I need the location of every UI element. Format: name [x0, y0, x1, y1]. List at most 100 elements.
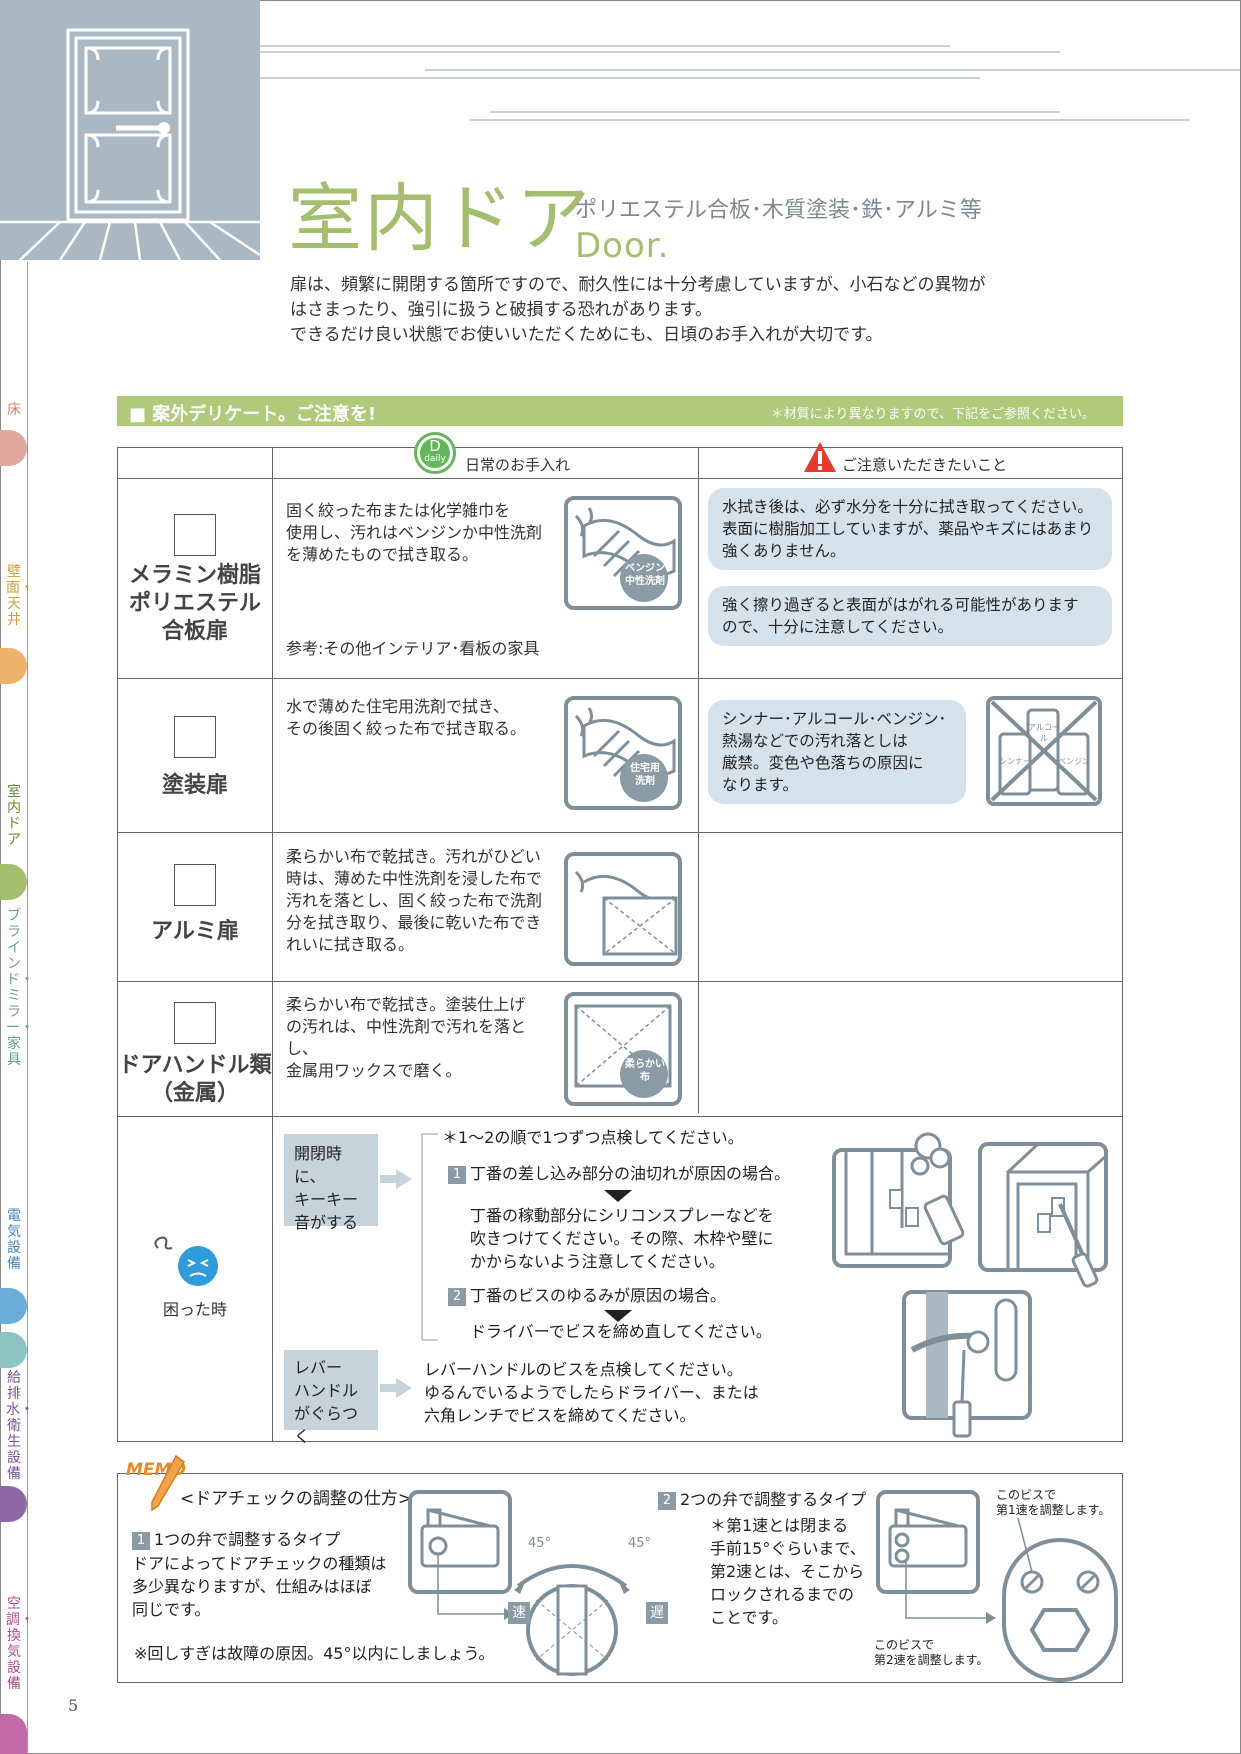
side-tab-cap	[0, 1288, 27, 1324]
checkbox-painted[interactable]	[174, 716, 216, 758]
memo-line: 多少異なりますが、仕組みはほぼ	[132, 1577, 372, 1596]
column-divider	[698, 448, 699, 1113]
side-tab-label: 床	[7, 402, 21, 418]
angle-label-left: 45°	[528, 1536, 552, 1551]
note-line: 熱湯などでの汚れ落としは	[722, 732, 908, 750]
daily-badge: D daily	[414, 432, 456, 474]
checkbox-door-handles[interactable]	[174, 1002, 216, 1044]
speed-label-fast: 速	[508, 1602, 530, 1624]
checkbox-aluminum[interactable]	[174, 864, 216, 906]
note-line: シンナー･アルコール･ベンジン･	[722, 710, 947, 728]
intro-paragraph: 扉は、頻繁に開閉する箇所ですので、耐久性には十分考慮していますが、小石などの異物…	[290, 273, 1120, 348]
icon-label-line: 柔らかい	[625, 1059, 665, 1070]
lever-handle-illustration	[902, 1290, 1032, 1438]
care-line: その後固く絞った布で拭き取る。	[286, 719, 527, 738]
note-line: 厳禁。変色や色落ちの原因に	[722, 754, 924, 772]
note-line: 強く擦り過ぎると表面がはがれる可能性があります	[722, 596, 1079, 614]
screw-note-line: このビスで	[874, 1638, 935, 1652]
single-valve-door-check-diagram	[408, 1490, 630, 1676]
care-reference: 参考:その他インテリア･看板の家具	[286, 639, 540, 658]
caution-note-painted: シンナー･アルコール･ベンジン･ 熱湯などでの汚れ落としは 厳禁。変色や色落ちの…	[708, 700, 966, 804]
caution-note-melamine-1: 水拭き後は、必ず水分を十分に拭き取ってください。 表面に樹脂加工していますが、薬…	[708, 488, 1112, 570]
page-subtitle: ポリエステル合板･木質塗装･鉄･アルミ等	[575, 198, 982, 223]
angle-label-right: 45°	[628, 1536, 652, 1551]
wiping-cloth-icon: 住宅用 洗剤	[564, 696, 682, 810]
care-line: 使用し、汚れはベンジンか中性洗剤	[286, 523, 543, 542]
memo-line: ロックされるまでの	[710, 1585, 855, 1604]
care-text-aluminum: 柔らかい布で乾拭き。汚れがひどい 時は、薄めた中性洗剤を浸した布で 汚れを落とし…	[286, 846, 556, 956]
care-line: 汚れを落とし、固く絞った布で洗剤	[286, 891, 543, 910]
page-number: 5	[68, 1696, 79, 1715]
down-arrow-icon	[604, 1310, 632, 1322]
row-label-aluminum: アルミ扉	[118, 918, 272, 946]
wiping-cloth-icon: ベンジン 中性洗剤	[564, 496, 682, 610]
screw-note-line: このビスで	[996, 1488, 1057, 1502]
fix-line: 六角レンチでビスを締めてください。	[424, 1406, 696, 1425]
intro-line: 扉は、頻繁に開閉する箇所ですので、耐久性には十分考慮していますが、小石などの異物…	[290, 275, 986, 295]
fix-line: かからないよう注意してください。	[470, 1252, 725, 1271]
screw2-note: このビスで 第2速を調整します。	[874, 1638, 988, 1668]
screw-note-line: 第2速を調整します。	[874, 1653, 989, 1667]
step-number-badge: 2	[658, 1491, 676, 1510]
pencil-icon	[151, 1454, 185, 1512]
memo-line: ことです。	[710, 1608, 788, 1627]
trouble-intro: ＊1〜2の順で1つずつ点検してください。	[442, 1128, 744, 1147]
fix-line: 丁番の稼動部分にシリコンスプレーなどを	[470, 1206, 774, 1225]
fix-line: レバーハンドルのビスを点検してください。	[424, 1360, 743, 1379]
side-tab-label: ブラインド・ミラー・家具	[6, 908, 34, 1068]
header-decorative-lines	[260, 45, 1240, 121]
intro-line: はさまったり、強引に扱うと破損する恐れがあります。	[290, 300, 712, 320]
note-line: ので、十分に注意してください。	[722, 618, 953, 636]
step-number-badge: 1	[448, 1165, 466, 1184]
row-label-line: ドアハンドル類	[118, 1053, 272, 1078]
hinge-screwdriver-illustration	[978, 1142, 1108, 1288]
notice-bar-title: ■ 案外デリケート。ご注意を!	[129, 404, 377, 425]
fix-line: 吹きつけてください。その際、木枠や壁に	[470, 1229, 774, 1248]
memo-type1-body: ドアによってドアチェックの種類は 多少異なりますが、仕組みはほぼ 同じです。	[132, 1552, 386, 1621]
note-line: なります。	[722, 776, 798, 794]
icon-label-line: 洗剤	[635, 776, 655, 787]
step-number-badge: 1	[132, 1531, 150, 1550]
memo-line: 第2速とは、そこから	[710, 1562, 865, 1581]
checkbox-melamine[interactable]	[174, 514, 216, 556]
down-arrow-icon	[604, 1190, 632, 1202]
care-text-painted: 水で薄めた住宅用洗剤で拭き、 その後固く絞った布で拭き取る。	[286, 696, 556, 740]
side-tab-label: 壁面・天井	[6, 564, 34, 628]
side-tab-cap	[0, 430, 27, 466]
care-line: 分を拭き取り、最後に乾いた布でき	[286, 913, 542, 932]
icon-label-line: ベンジン	[625, 563, 665, 574]
page-title-english: Door.	[575, 226, 670, 266]
arrow-right-icon	[396, 1169, 412, 1189]
symptom-line: キーキー	[294, 1190, 359, 1209]
note-line: 水拭き後は、必ず水分を十分に拭き取ってください。	[722, 498, 1093, 516]
icon-label: 住宅用 洗剤	[621, 762, 669, 788]
row-divider	[118, 478, 1122, 479]
prohibited-solvents-icon: アルコール シンナー ベンジン	[986, 696, 1102, 806]
symptom-line: がぐらつく	[294, 1404, 359, 1446]
row-divider	[118, 1116, 1122, 1117]
icon-label: 柔らかい 布	[621, 1058, 669, 1084]
row-label-line: ポリエステル	[128, 591, 261, 616]
column-header-caution: ご注意いただきたいこと	[842, 456, 1008, 474]
door-illustration	[0, 0, 260, 260]
trouble-case2-fix: レバーハンドルのビスを点検してください。 ゆるんでいるようでしたらドライバー、ま…	[424, 1358, 759, 1427]
note-line: 強くありません。	[722, 542, 846, 560]
row-label-melamine: メラミン樹脂 ポリエステル 合板扉	[118, 562, 272, 646]
bottle-label: アルコール	[1028, 723, 1060, 743]
icon-label-line: 布	[640, 1072, 650, 1083]
daily-badge-inner: D daily	[420, 438, 450, 468]
step-text: 丁番のビスのゆるみが原因の場合。	[470, 1286, 727, 1305]
side-tab-cap	[0, 864, 27, 900]
trouble-label: 困った時	[162, 1300, 227, 1319]
side-tab-label: 空調・換気設備	[6, 1596, 34, 1692]
symptom-squeaking: 開閉時に、 キーキー 音がする	[284, 1134, 378, 1232]
side-tab-cap	[0, 1486, 27, 1522]
care-line: 柔らかい布で乾拭き。汚れがひどい	[286, 847, 541, 866]
row-label-painted: 塗装扉	[118, 772, 272, 800]
care-line: 固く絞った布または化学雑巾を	[286, 501, 511, 520]
side-tab-label: 電気設備	[7, 1208, 21, 1272]
care-text-melamine: 固く絞った布または化学雑巾を 使用し、汚れはベンジンか中性洗剤 を薄めたもので拭…	[286, 500, 546, 566]
arrow-right-icon	[396, 1378, 412, 1398]
icon-label-line: 住宅用	[630, 763, 660, 774]
